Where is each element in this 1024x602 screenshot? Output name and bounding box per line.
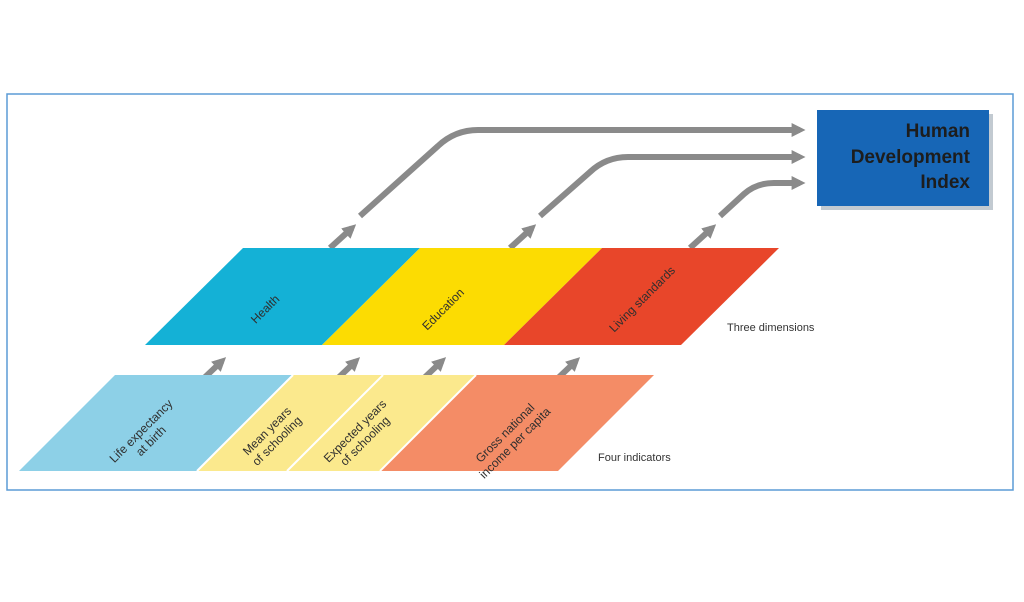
- dimensions-caption: Three dimensions: [727, 322, 815, 334]
- hdi-title-line1: Human: [906, 121, 970, 142]
- indicators-caption: Four indicators: [598, 452, 671, 464]
- hdi-title-line3: Index: [920, 172, 970, 193]
- indicator-mean-years-band: [197, 375, 383, 471]
- dimension-to-hdi-arrows: [327, 123, 806, 251]
- indicator-divider-2: [286, 374, 384, 472]
- arrow-education-stub: [507, 224, 537, 251]
- indicator-life-expectancy-band: [19, 375, 293, 471]
- diagram-frame: [6, 93, 1014, 491]
- indicator-gni-band: [380, 375, 654, 471]
- indicator-divider-1: [196, 374, 294, 472]
- dimension-education-band: [322, 248, 602, 345]
- arrow-living-stub: [687, 224, 717, 251]
- hdi-box: [817, 110, 989, 206]
- arrow-health-hdi: [357, 123, 806, 219]
- indicator-expected-years-band: [287, 375, 476, 471]
- arrow-living-hdi: [717, 176, 806, 219]
- dimension-living-band: [504, 248, 779, 345]
- arrow-education-hdi: [538, 150, 806, 219]
- dimension-health-band: [145, 248, 420, 345]
- indicator-divider-3: [379, 374, 477, 472]
- hdi-title-line2: Development: [851, 147, 971, 168]
- arrow-health-stub: [327, 224, 357, 251]
